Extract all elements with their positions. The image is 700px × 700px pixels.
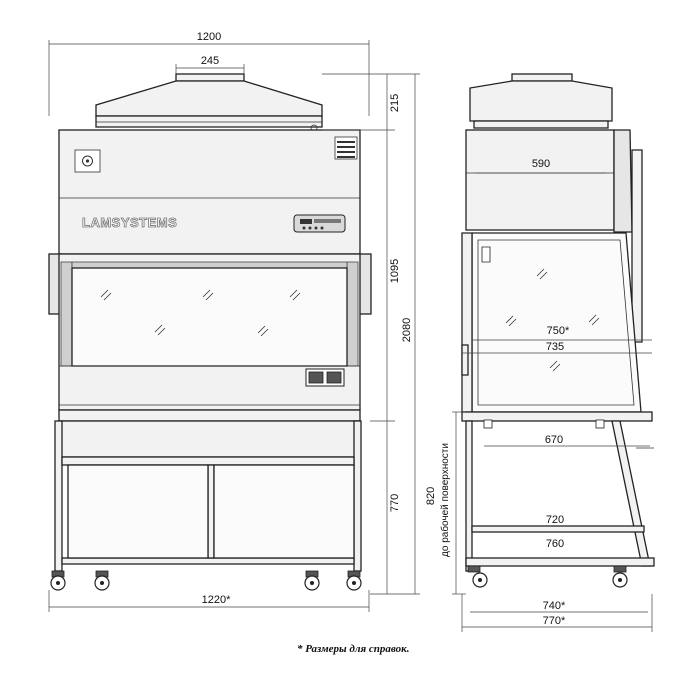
dim-work-height: 820 [425, 487, 437, 505]
front-view: LAMSYSTEMS [48, 31, 420, 612]
dim-cabinet-height: 1095 [389, 259, 401, 283]
dim-frame-outer: 760 [546, 538, 564, 550]
dim-total-height: 2080 [401, 318, 413, 342]
dim-base-depth-outer: 770* [543, 615, 566, 627]
socket-outlets [305, 368, 345, 387]
dim-stand-height: 770 [389, 494, 401, 512]
mesh-filter-left [60, 261, 73, 367]
glass-sash [71, 267, 348, 367]
vent-grille [334, 136, 358, 160]
side-cabinet [461, 129, 653, 429]
caster-wheels-front [50, 570, 362, 591]
work-opening [58, 253, 361, 411]
side-dimensions: 590 750* 735 670 720 760 820 до рабочей … [425, 158, 653, 632]
exhaust-hood [95, 73, 323, 132]
side-stand [465, 420, 655, 572]
brand-logo: LAMSYSTEMS [82, 215, 177, 230]
side-hood [469, 73, 613, 129]
mesh-filter-right [346, 261, 359, 367]
dim-top-depth: 590 [532, 158, 550, 170]
control-panel [293, 214, 346, 233]
caster-wheels-side [467, 565, 628, 588]
dim-base-width: 1220* [202, 594, 231, 606]
dim-tray-depth: 670 [545, 434, 563, 446]
dim-overall-width: 1200 [197, 31, 221, 43]
cabinet-upper: LAMSYSTEMS [58, 129, 361, 255]
dim-work-height-note: до рабочей поверхности [439, 443, 451, 557]
dim-window-depth: 750* [547, 325, 570, 337]
dim-frame-inner: 720 [546, 514, 564, 526]
side-view: 590 750* 735 670 720 760 820 до рабочей … [425, 73, 655, 632]
stand [54, 420, 362, 572]
dim-work-depth: 735 [546, 341, 564, 353]
footnote: * Размеры для справок. [297, 643, 409, 655]
dim-hood-height: 215 [389, 94, 401, 112]
dim-exhaust-width: 245 [201, 55, 219, 67]
dim-base-depth-inner: 740* [543, 600, 566, 612]
front-dimensions: 1200 245 215 1095 770 2080 1220* [48, 31, 420, 612]
